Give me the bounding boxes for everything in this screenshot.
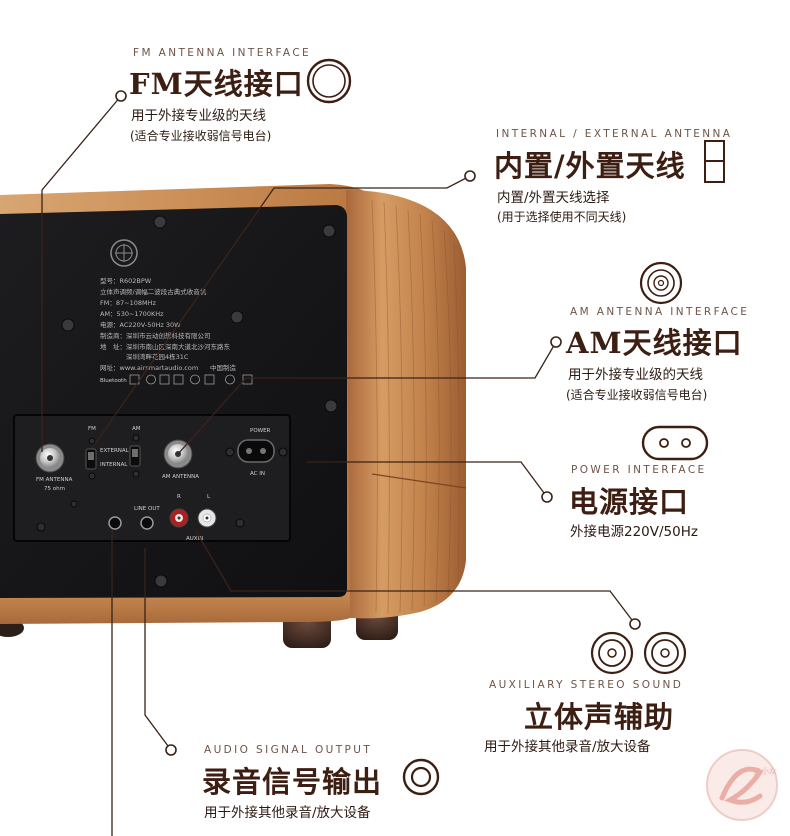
fm-connector-icon — [306, 58, 352, 104]
power-socket-icon — [641, 425, 709, 461]
watermark-logo: 麦小众 — [706, 749, 778, 821]
wood-grain — [371, 199, 460, 615]
fm-callout-line2: (适合专业接收弱信号电台) — [130, 129, 272, 143]
rca-jacks-icon — [590, 631, 687, 675]
power-port-text: POWER — [250, 428, 271, 434]
l-text: L — [207, 494, 211, 500]
switch-knob — [88, 452, 94, 460]
radio-cabinet: 型号：R602BPW 立体声调频/调幅二波段古典式收音机 FM：87~108MH… — [0, 184, 467, 648]
audio-out-callout-line1: 用于外接其他录音/放大设备 — [204, 805, 371, 821]
power-callout-title: 电源接口 — [569, 485, 690, 519]
switch-icon — [704, 140, 725, 183]
screw — [61, 318, 75, 332]
watermark-text: 麦小众 — [753, 766, 777, 776]
switch-knob — [132, 449, 138, 457]
spec-model: 型号：R602BPW — [100, 276, 152, 285]
leader-line-audio-out — [144, 548, 172, 751]
aux-in-right-jack[interactable] — [169, 508, 189, 528]
spec-address: 地 址：深圳市南山区深南大道北沙河东路东 — [100, 342, 231, 351]
wood-bottom — [0, 590, 350, 624]
bluetooth-mark: Bluetooth — [100, 378, 127, 384]
antenna-switch-callout-title: 内置/外置天线 — [494, 149, 686, 183]
fm-antenna-jack[interactable] — [35, 443, 65, 473]
am-antenna-text: AM ANTENNA — [162, 474, 199, 480]
audio-out-callout-subtitle: AUDIO SIGNAL OUTPUT — [204, 744, 373, 756]
connector-plate — [13, 414, 291, 542]
am-callout-subtitle: AM ANTENNA INTERFACE — [570, 306, 750, 318]
power-socket[interactable] — [237, 439, 275, 463]
leader-line-am — [177, 341, 557, 455]
power-callout-subtitle: POWER INTERFACE — [571, 464, 707, 476]
screw — [322, 224, 336, 238]
audio-out-jack-icon — [402, 758, 440, 796]
leader-line-antenna-switch — [91, 175, 471, 449]
line-out-text: LINE OUT — [134, 506, 160, 512]
leader-line-fm — [41, 95, 122, 452]
spec-am: AM：530~1700KHz — [100, 310, 164, 318]
leader-line-aux — [195, 530, 636, 625]
am-callout-title: AM天线接口 — [566, 326, 743, 360]
spec-power: 电源：AC220V-50Hz 30W — [100, 320, 181, 329]
line-out-jack[interactable] — [140, 516, 154, 530]
certification-icons — [129, 374, 253, 385]
am-callout-line1: 用于外接专业级的天线 — [568, 367, 703, 383]
headphone-jack[interactable] — [108, 516, 122, 530]
am-switch-text: AM — [132, 426, 141, 432]
wood-side — [346, 190, 466, 619]
aux-callout-title: 立体声辅助 — [524, 700, 675, 734]
screw — [324, 399, 338, 413]
screw — [230, 310, 244, 324]
spec-name: 立体声调频/调幅二波段古典式收音机 — [100, 287, 207, 296]
antenna-switch-callout-line2: (用于选择使用不同天线) — [497, 210, 627, 224]
spec-address2: 深圳湾畔花园4栋31C — [126, 352, 189, 361]
fm-antenna-text: FM ANTENNA — [36, 477, 73, 483]
spec-fm: FM：87~108MHz — [100, 299, 156, 307]
aux-in-left-jack[interactable] — [197, 508, 217, 528]
spec-made-in: 中国制造 — [210, 363, 237, 372]
fm-callout-title: FM天线接口 — [129, 67, 304, 101]
fm-switch-text: FM — [88, 426, 96, 432]
plate-screws — [36, 434, 288, 532]
internal-text: INTERNAL — [100, 462, 128, 468]
antenna-switch-callout-line1: 内置/外置天线选择 — [497, 190, 610, 206]
fm-callout-subtitle: FM ANTENNA INTERFACE — [133, 47, 312, 59]
leader-line-power — [307, 461, 548, 498]
fm-callout-line1: 用于外接专业级的天线 — [131, 108, 266, 124]
am-connector-icon — [639, 261, 683, 305]
brand-logo — [110, 239, 138, 267]
external-text: EXTERNAL — [100, 448, 130, 454]
spec-maker: 制造商：深圳市云动创想科技有限公司 — [100, 331, 211, 340]
am-callout-line2: (适合专业接收弱信号电台) — [566, 388, 708, 402]
power-callout-line1: 外接电源220V/50Hz — [570, 524, 698, 540]
leader-lines — [41, 90, 641, 836]
audio-out-callout-title: 录音信号输出 — [202, 765, 383, 799]
ohm-text: 75 ohm — [44, 486, 65, 492]
screw — [154, 574, 168, 588]
aux-callout-line1: 用于外接其他录音/放大设备 — [484, 739, 651, 755]
aux-callout-subtitle: AUXILIARY STEREO SOUND — [489, 679, 684, 691]
screw — [153, 215, 167, 229]
r-text: R — [177, 494, 181, 500]
antenna-switch-callout-subtitle: INTERNAL / EXTERNAL ANTENNA — [496, 128, 733, 140]
wood-joint — [371, 473, 467, 489]
aux-in-text: AUXIN — [186, 536, 203, 542]
ac-in-text: AC IN — [250, 471, 265, 477]
panel-screws — [61, 215, 338, 588]
